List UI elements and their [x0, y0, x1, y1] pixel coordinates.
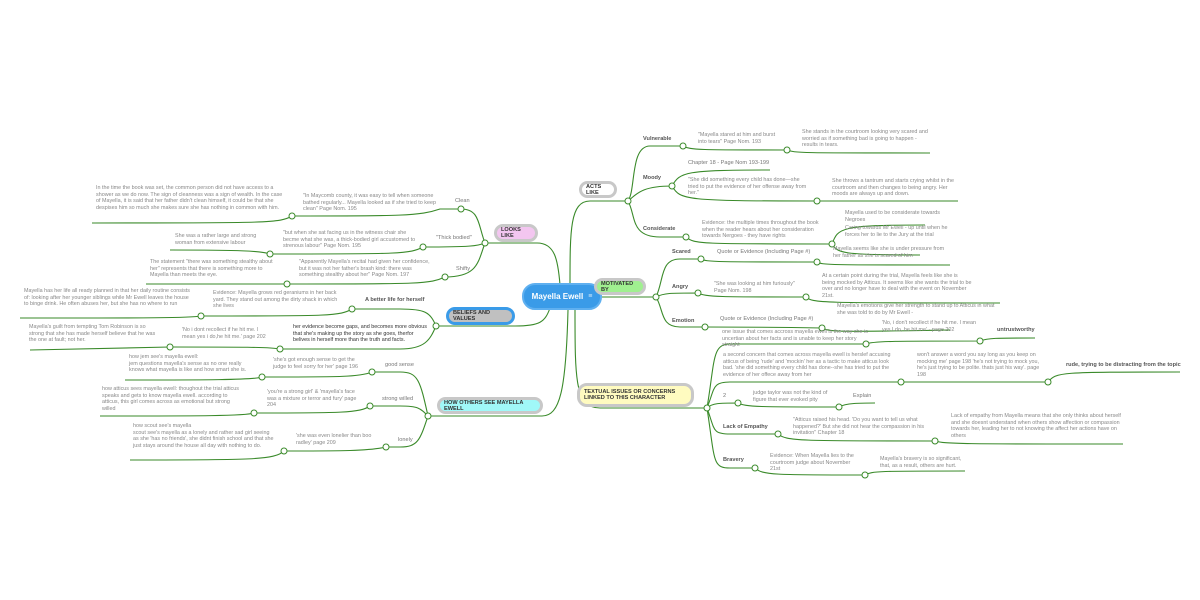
topic-acts-like[interactable]: ACTS LIKE	[579, 181, 617, 198]
central-topic[interactable]: Mayella Ewell ≡	[522, 283, 602, 310]
label-lonely[interactable]: lonely	[398, 437, 413, 443]
topic-textual-issues[interactable]: TEXTUAL ISSUES OR CONCERNS LINKED TO THI…	[577, 383, 694, 407]
label-evidence-gaps[interactable]: her evidence become gaps, and becomes mo…	[293, 324, 427, 344]
better-evidence[interactable]: Evidence: Mayella grows red geraniums in…	[213, 290, 338, 310]
lonely-quote[interactable]: 'she was even lonelier than boo radley' …	[296, 433, 372, 446]
label-thick-bodied[interactable]: "Thick bodied"	[436, 235, 472, 241]
evidence-note[interactable]: Mayella's guilt from tempting Tom Robins…	[29, 324, 156, 344]
scared-quote[interactable]: Quote or Evidence (Including Page #)	[717, 249, 811, 255]
label-considerate[interactable]: Considerate	[643, 226, 676, 232]
shifty-quote[interactable]: "Apparently Mayella's recital had given …	[299, 259, 430, 279]
label-shifty[interactable]: Shifty	[456, 266, 470, 272]
moody-chapter[interactable]: Chapter 18 - Page Nom 193-199	[688, 160, 770, 166]
judge-text[interactable]: judge taylor was not the kind of figure …	[753, 390, 828, 403]
topic-how-others-see[interactable]: HOW OTHERS SEE MAYELLA EWELL	[437, 397, 543, 414]
label-strong-willed[interactable]: strong willed	[382, 396, 414, 402]
considerate-note-1[interactable]: Mayella used to be considerate towards N…	[845, 210, 940, 223]
label-rude[interactable]: rude, trying to be distracting from the …	[1066, 362, 1181, 368]
vulnerable-quote[interactable]: "Mayella stared at him and burst into te…	[698, 132, 776, 145]
clean-quote[interactable]: "In Maycomb county, it was easy to tell …	[303, 193, 436, 213]
vulnerable-note[interactable]: She stands in the courtroom looking very…	[802, 129, 928, 149]
empathy-note[interactable]: Lack of empathy from Mayella means that …	[951, 413, 1121, 439]
label-untrustworthy[interactable]: untrustworthy	[997, 327, 1035, 333]
label-angry[interactable]: Angry	[672, 284, 689, 290]
label-explain[interactable]: Explain	[853, 393, 872, 399]
emotion-note[interactable]: Mayella's emotions give her strength to …	[837, 303, 995, 316]
issue1-quote[interactable]: 'No, i don't recollect if he hit me. I m…	[882, 320, 977, 333]
issue2-quote[interactable]: won't answer a word you say long as you …	[917, 352, 1040, 378]
strong-quote[interactable]: 'you're a strong girl' & 'mayella's face…	[267, 389, 357, 409]
label-good-sense[interactable]: good sense	[385, 362, 414, 368]
considerate-note-2[interactable]: Caring towards Mr Ewell - up until when …	[845, 225, 948, 238]
angry-quote[interactable]: "She was looking at him furiously" Page …	[714, 281, 795, 294]
central-title: Mayella Ewell	[531, 292, 584, 301]
issue2-text[interactable]: a second concern that comes across mayel…	[723, 352, 891, 378]
lonely-note[interactable]: how scout see's mayella scout see's maye…	[133, 423, 274, 449]
label-lack-of-empathy[interactable]: Lack of Empathy	[723, 424, 768, 430]
evidence-quote[interactable]: 'No i dont recollect if he hit me. I mea…	[182, 327, 266, 340]
label-clean[interactable]: Clean	[455, 198, 470, 204]
bravery-evidence[interactable]: Evidence: When Mayella lies to the court…	[770, 453, 854, 473]
better-note[interactable]: Mayella has her life all ready planned i…	[24, 288, 191, 308]
topic-beliefs-values[interactable]: BELIEFS AND VALUES	[446, 307, 515, 325]
topic-motivated-by[interactable]: MOTIVATED BY	[594, 278, 646, 295]
good-quote[interactable]: 'she's got enough sense to get the judge…	[273, 357, 358, 370]
scared-note[interactable]: Mayella seems like she is under pressure…	[833, 246, 945, 259]
bravery-note[interactable]: Mayella's bravery is so significant, tha…	[880, 456, 962, 469]
label-bravery[interactable]: Bravery	[723, 457, 744, 463]
label-emotion[interactable]: Emotion	[672, 318, 695, 324]
angry-note[interactable]: At a certain point during the trial, May…	[822, 273, 972, 299]
moody-note[interactable]: She throws a tantrum and starts crying w…	[832, 178, 954, 198]
thick-quote[interactable]: "but when she sat facing us in the witne…	[283, 230, 416, 250]
thick-note[interactable]: She was a rather large and strong woman …	[175, 233, 257, 246]
label-two[interactable]: 2	[723, 393, 727, 399]
good-note[interactable]: how jem see's mayella ewell: jem questio…	[129, 354, 247, 374]
strong-note[interactable]: how atticus sees mayella ewell: thoughou…	[102, 386, 239, 412]
issue1-text[interactable]: one issue that comes accross mayella ewe…	[722, 329, 868, 349]
label-vulnerable[interactable]: Vulnerable	[643, 136, 672, 142]
clean-note[interactable]: In the time the book was set, the common…	[96, 185, 283, 211]
label-better-life[interactable]: A better life for herself	[365, 297, 425, 303]
empathy-quote[interactable]: "Atticus raised his head. 'Do you want t…	[793, 417, 925, 437]
label-scared[interactable]: Scared	[672, 249, 691, 255]
moody-quote[interactable]: "She did something every child has done—…	[688, 177, 807, 197]
topic-looks-like[interactable]: LOOKS LIKE	[494, 224, 538, 242]
note-icon[interactable]: ≡	[588, 293, 593, 300]
label-moody[interactable]: Moody	[643, 175, 662, 181]
shifty-note[interactable]: The statement "there was something steal…	[150, 259, 273, 279]
emotion-quote[interactable]: Quote or Evidence (Including Page #)	[720, 316, 814, 322]
considerate-evidence[interactable]: Evidence: the multiple times throughout …	[702, 220, 819, 240]
